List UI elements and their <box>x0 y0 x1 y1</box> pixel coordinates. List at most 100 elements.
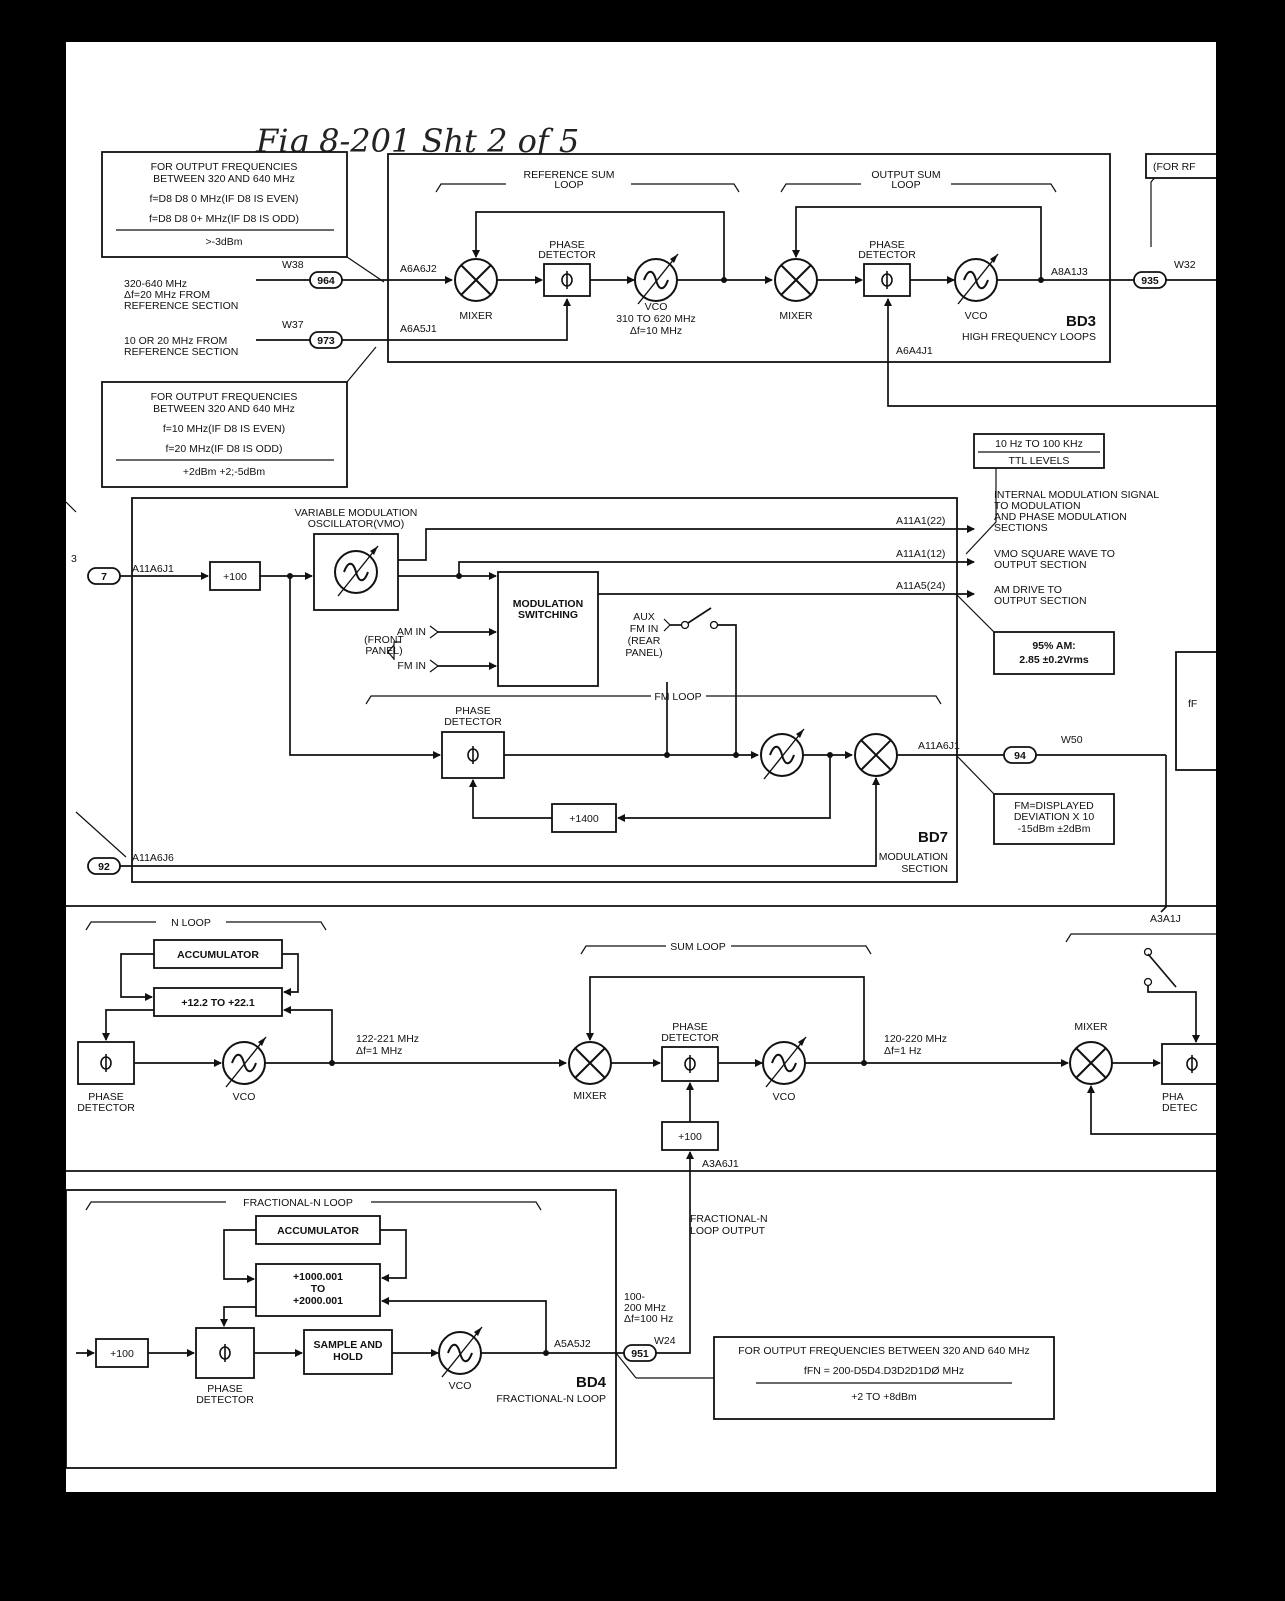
a3a1j-label: A3A1J <box>1150 913 1181 925</box>
a6a4j1-label: A6A4J1 <box>896 345 933 357</box>
pd1-l1: PHASE <box>549 239 585 251</box>
out2-l1: VMO SQUARE WAVE TO <box>994 548 1115 560</box>
info1-line4: f=D8 D8 0+ MHz(IF D8 IS ODD) <box>149 213 299 225</box>
fn-output-l1: FRACTIONAL-N <box>690 1213 768 1225</box>
sum-freq-l2: Δf=1 Hz <box>884 1045 922 1057</box>
w38-label: W38 <box>282 259 304 271</box>
freq-info-box-2 <box>101 381 348 488</box>
vco-sum-label: VCO <box>773 1091 796 1103</box>
sample-hold-box <box>303 1329 393 1375</box>
phase-detector-right <box>1161 1043 1216 1085</box>
pd2-l2: DETECTOR <box>858 249 916 261</box>
info2-line1: FOR OUTPUT FREQUENCIES <box>151 391 298 403</box>
ttl-box <box>973 433 1105 469</box>
n-loop-label: N LOOP <box>171 917 211 929</box>
ttl-l1: 10 Hz TO 100 KHz <box>995 438 1083 450</box>
cable-92-label: 92 <box>98 861 110 873</box>
div-n-box <box>153 987 283 1017</box>
fn-info-l2: fFN = 200-D5D4.D3D2D1DØ MHz <box>804 1365 964 1377</box>
out3-l1: AM DRIVE TO <box>994 584 1062 596</box>
vco1-l3: Δf=10 MHz <box>630 325 682 337</box>
fm-l2: DEVIATION X 10 <box>1014 811 1094 823</box>
ref-sum-loop-l1: REFERENCE SUM <box>523 169 614 181</box>
pd-right-l1: PHA <box>1162 1091 1184 1103</box>
am-l1: 95% AM: <box>1032 640 1075 652</box>
sh-l2: HOLD <box>333 1351 363 1363</box>
w50-label: W50 <box>1061 734 1083 746</box>
info1-line5: >-3dBm <box>205 236 242 248</box>
right-mixer-label: MIXER <box>1074 1021 1108 1033</box>
am-info-box <box>993 631 1115 675</box>
side-box-fr <box>1175 651 1216 771</box>
info2-line5: +2dBm +2;-5dBm <box>183 466 266 478</box>
w32-label: W32 <box>1174 259 1196 271</box>
a11a1-22-label: A11A1(22) <box>896 515 945 527</box>
info1-line1: FOR OUTPUT FREQUENCIES <box>151 161 298 173</box>
fn-freq-l3: Δf=100 Hz <box>624 1313 673 1325</box>
pd-fm-l2: DETECTOR <box>444 716 502 728</box>
ttl-l2: TTL LEVELS <box>1009 455 1070 467</box>
vco2-label: VCO <box>965 310 988 322</box>
a11a1-12-label: A11A1(12) <box>896 548 945 560</box>
div1400-label: +1400 <box>569 813 599 825</box>
pd1-l2: DETECTOR <box>538 249 596 261</box>
pd2-l1: PHASE <box>869 239 905 251</box>
fm-info-box <box>993 793 1115 845</box>
cable-7-label: 7 <box>101 571 107 583</box>
vco1-l1: VCO <box>645 301 668 313</box>
mixer2-label: MIXER <box>779 310 813 322</box>
a3a6j1-label: A3A6J1 <box>702 1158 739 1170</box>
pd-fm-l1: PHASE <box>455 705 491 717</box>
out-sum-loop-l2: LOOP <box>891 179 920 191</box>
aux-l4: PANEL) <box>625 647 662 659</box>
front-panel-l1: (FRONT <box>364 634 404 646</box>
modsw-l2: SWITCHING <box>518 609 578 621</box>
mixer1-label: MIXER <box>459 310 493 322</box>
fn-info-l1: FOR OUTPUT FREQUENCIES BETWEEN 320 AND 6… <box>738 1345 1030 1357</box>
pd-n-l1: PHASE <box>88 1091 124 1103</box>
bd4-title: BD4 <box>576 1374 607 1391</box>
aux-l2: FM IN <box>630 623 659 635</box>
a6a6j2-label: A6A6J2 <box>400 263 437 275</box>
modulation-switching-box <box>497 571 599 687</box>
out1-l1: INTERNAL MODULATION SIGNAL <box>994 489 1159 501</box>
bd3-box <box>387 153 1111 363</box>
div100-sum-label: +100 <box>678 1131 702 1143</box>
front-panel-l2: PANEL) <box>365 645 402 657</box>
div100-fn-label: +100 <box>110 1348 134 1360</box>
side-fr-label: fF <box>1188 698 1197 710</box>
bd7-desc-l2: SECTION <box>901 863 948 875</box>
sum-loop-label: SUM LOOP <box>670 941 725 953</box>
a11a6j1-out-label: A11A6J1 <box>918 740 960 752</box>
out1-l4: SECTIONS <box>994 522 1048 534</box>
fm-l3: -15dBm ±2dBm <box>1018 823 1091 835</box>
out-sum-loop-l1: OUTPUT SUM <box>871 169 940 181</box>
vmo-l2: OSCILLATOR(VMO) <box>308 518 404 530</box>
sh-l1: SAMPLE AND <box>313 1339 382 1351</box>
input1-line1: 320-640 MHz <box>124 278 187 290</box>
for-rf-label: (FOR RF <box>1153 161 1196 173</box>
fractional-n-loop-label: FRACTIONAL-N LOOP <box>243 1197 353 1209</box>
input2-line1: 10 OR 20 MHz FROM <box>124 335 227 347</box>
cable-935-label: 935 <box>1141 275 1159 287</box>
bd4-desc: FRACTIONAL-N LOOP <box>496 1393 606 1405</box>
bd3-title: BD3 <box>1066 313 1096 330</box>
cable-964-label: 964 <box>317 275 335 287</box>
nloop-freq-l2: Δf=1 MHz <box>356 1045 402 1057</box>
pd-right-l2: DETEC <box>1162 1102 1198 1114</box>
a5a5j2-label: A5A5J2 <box>554 1338 591 1350</box>
sum-mixer-label: MIXER <box>573 1090 607 1102</box>
fn-output-l2: LOOP OUTPUT <box>690 1225 766 1237</box>
am-l2: 2.85 ±0.2Vrms <box>1019 654 1089 666</box>
bd7-title: BD7 <box>918 829 948 846</box>
fm-l1: FM=DISPLAYED <box>1014 800 1094 812</box>
input1-line2: Δf=20 MHz FROM <box>124 289 210 301</box>
a11a6j6-label: A11A6J6 <box>132 852 174 864</box>
fn-freq-l2: 200 MHz <box>624 1302 666 1314</box>
w24-label: W24 <box>654 1335 676 1347</box>
div100-sum <box>661 1121 719 1151</box>
fn-freq-l1: 100- <box>624 1291 646 1303</box>
bd7-box <box>131 497 958 883</box>
edge-number: 3 <box>71 553 77 565</box>
